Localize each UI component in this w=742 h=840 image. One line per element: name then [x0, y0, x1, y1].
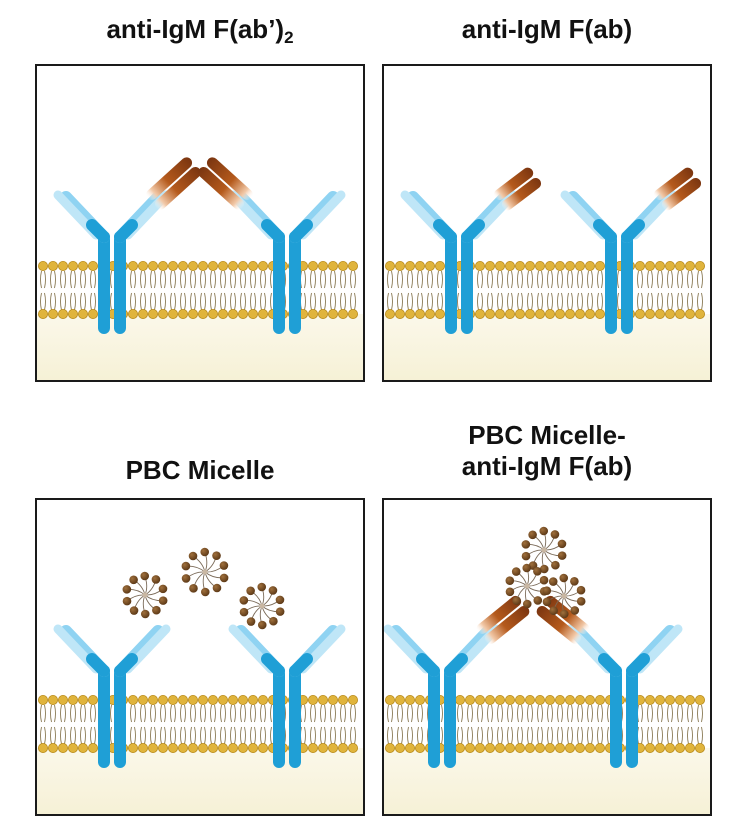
- fab-fragment: [476, 595, 530, 645]
- lipid-bilayer: [38, 694, 358, 753]
- pbc-micelle: [122, 571, 168, 619]
- igm-receptor: [53, 190, 171, 334]
- pbc-micelle: [542, 573, 586, 619]
- igm-receptor: [565, 624, 683, 768]
- igm-receptor: [228, 190, 346, 334]
- panel-micelle-illustration: [37, 547, 363, 814]
- panel-micelle-fab-illustration: [384, 526, 710, 814]
- panel-fab-illustration: [384, 167, 710, 380]
- panel-fab-monovalent: [382, 64, 712, 382]
- panel-pbc-micelle: [35, 498, 365, 816]
- igm-receptor: [400, 190, 518, 334]
- pbc-micelle: [505, 563, 549, 609]
- panel-title-pbc-micelle-fab: PBC Micelle- anti-IgM F(ab): [461, 420, 633, 481]
- pbc-micelle: [521, 526, 567, 574]
- panel-title-pbc-micelle: PBC Micelle: [125, 455, 275, 485]
- igm-receptor: [53, 624, 171, 768]
- fab-fragment: [198, 157, 253, 210]
- igm-receptor: [560, 190, 678, 334]
- igm-receptor: [384, 624, 501, 768]
- lipid-bilayer: [38, 260, 358, 319]
- pbc-micelle: [239, 582, 285, 630]
- panel-fab2-illustration: [37, 157, 363, 380]
- fab-fragment: [146, 157, 201, 210]
- igm-receptor: [228, 624, 346, 768]
- fab-fragment: [493, 167, 542, 211]
- fab-fragment: [653, 167, 702, 211]
- lipid-bilayer: [385, 260, 705, 319]
- panel-title-fab: anti-IgM F(ab): [461, 14, 633, 44]
- panel-pbc-micelle-fab: [382, 498, 712, 816]
- panel-title-fab2: anti-IgM F(ab’)2: [106, 14, 294, 47]
- pbc-micelle: [181, 547, 229, 597]
- panel-fab2-crosslink: [35, 64, 365, 382]
